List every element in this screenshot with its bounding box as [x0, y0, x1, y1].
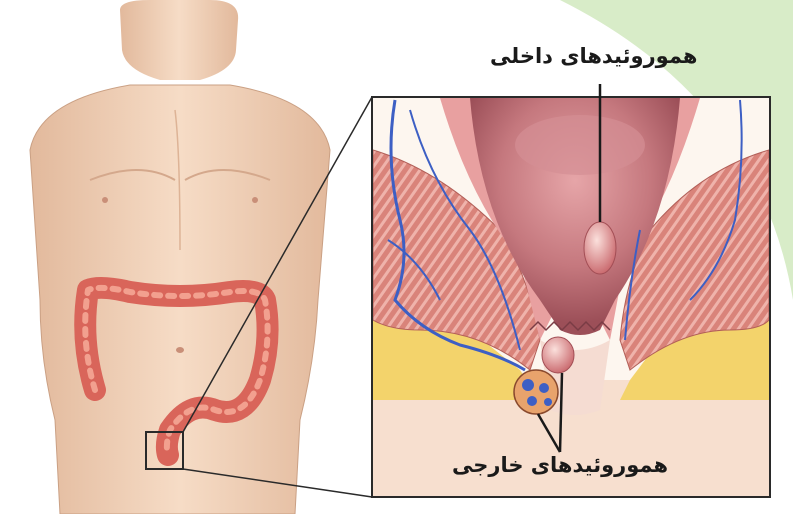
label-external-hemorrhoids: هموروئیدهای خارجی [452, 453, 668, 477]
external-hemorrhoid [542, 337, 574, 373]
thrombosed-vein-cluster [514, 370, 558, 414]
human-torso [30, 0, 330, 514]
magnified-panel [372, 97, 770, 497]
internal-hemorrhoid [584, 222, 616, 274]
label-internal-hemorrhoids: هموروئیدهای داخلی [490, 44, 697, 68]
